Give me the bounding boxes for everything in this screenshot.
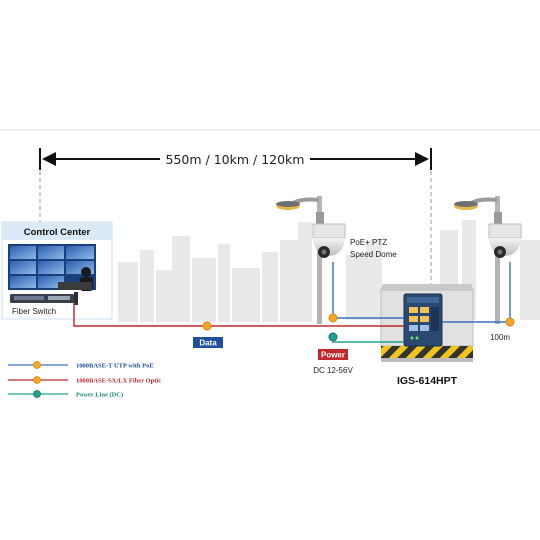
- power-node: [328, 332, 338, 342]
- legend-item-fiber: 1000BASE-SX/LX Fiber Optic: [8, 376, 161, 385]
- distance-label: 550m / 10km / 120km: [166, 152, 305, 167]
- fiber-switch-label: Fiber Switch: [12, 307, 56, 316]
- video-wall-image: [8, 244, 96, 291]
- ptz-dome-camera-2: [488, 223, 522, 258]
- legend-item-power: Power Line (DC): [8, 390, 123, 399]
- control-center-title: Control Center: [24, 227, 91, 238]
- device-model-label: IGS-614HPT: [397, 375, 458, 387]
- control-center-header: [2, 222, 112, 240]
- power-voltage-label: DC 12-56V: [313, 366, 353, 375]
- legend-label-fiber: 1000BASE-SX/LX Fiber Optic: [76, 378, 161, 385]
- street-lamp-1: [276, 196, 324, 324]
- legend-label-utp: 1000BASE-T UTP with PoE: [76, 363, 154, 370]
- city-skyline: [118, 220, 540, 322]
- ptz-dome-camera-1: [312, 223, 346, 258]
- fiber-switch-device: [10, 292, 78, 305]
- control-center: Control Center Fiber Switch: [1, 221, 113, 320]
- street-lamp-2: [454, 196, 502, 324]
- distance-arrow: [39, 148, 432, 170]
- igs-614hpt-switch: [403, 293, 443, 347]
- power-badge-label: Power: [321, 351, 345, 360]
- fiber-link: [73, 302, 404, 327]
- data-badge-label: Data: [199, 339, 217, 348]
- utp-distance-label: 100m: [490, 333, 510, 342]
- power-badge: [318, 349, 348, 360]
- utp-node-camera-2: [505, 317, 515, 327]
- utp-node-camera-1: [328, 313, 338, 323]
- legend-label-power: Power Line (DC): [76, 392, 123, 399]
- data-badge: [193, 337, 223, 348]
- fiber-node: [202, 321, 212, 331]
- legend-item-utp: 1000BASE-T UTP with PoE: [8, 361, 154, 370]
- legend: 1000BASE-T UTP with PoE 1000BASE-SX/LX F…: [8, 361, 161, 399]
- camera-label-line1: PoE+ PTZ: [350, 238, 387, 247]
- camera-label-line2: Speed Dome: [350, 250, 397, 259]
